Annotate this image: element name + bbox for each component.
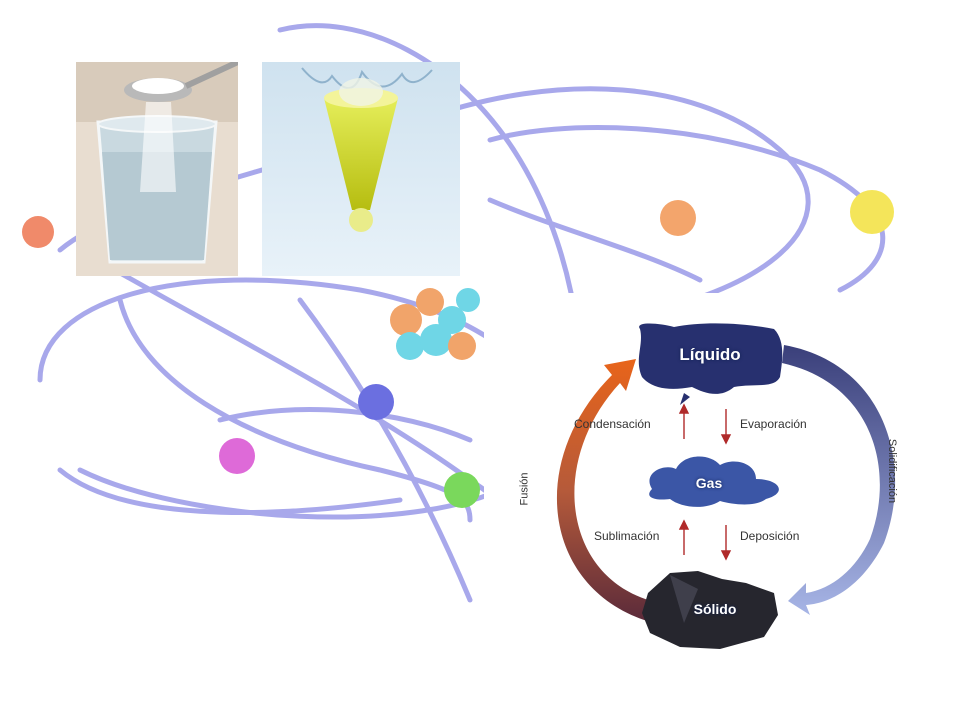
gas-cloud (649, 456, 779, 507)
funnel-drop-photo (262, 62, 460, 276)
solidification-arrow (782, 345, 896, 615)
solidification-label: Solidificación (886, 438, 899, 504)
fusion-label: Fusión (518, 472, 531, 506)
particle-yellow (850, 190, 894, 234)
condensation-label: Condensación (574, 417, 651, 431)
states-of-matter-diagram: Líquido Gas Sólido Condensación Evaporac… (484, 293, 960, 663)
orbit-path (487, 197, 703, 283)
fusion-arrow (556, 359, 660, 623)
sugar-glass-photo (76, 62, 238, 276)
particle-blue (358, 384, 394, 420)
solid-label: Sólido (693, 601, 737, 617)
orbit-path (217, 407, 473, 443)
particle-pink (219, 438, 255, 474)
particle-cluster (390, 288, 480, 360)
liquid-blob (638, 323, 783, 394)
gas-label: Gas (695, 475, 723, 491)
orbit-path (487, 125, 886, 293)
sublimation-label: Sublimación (594, 529, 660, 543)
orbit-path (297, 297, 473, 603)
evaporation-label: Evaporación (740, 417, 807, 431)
orbit-path (57, 467, 403, 515)
particle-green (444, 472, 480, 508)
liquid-label: Líquido (679, 345, 741, 364)
particle-red (22, 216, 54, 248)
deposition-label: Deposición (740, 529, 800, 543)
cycle-arrows (556, 323, 896, 649)
particle-orange (660, 200, 696, 236)
